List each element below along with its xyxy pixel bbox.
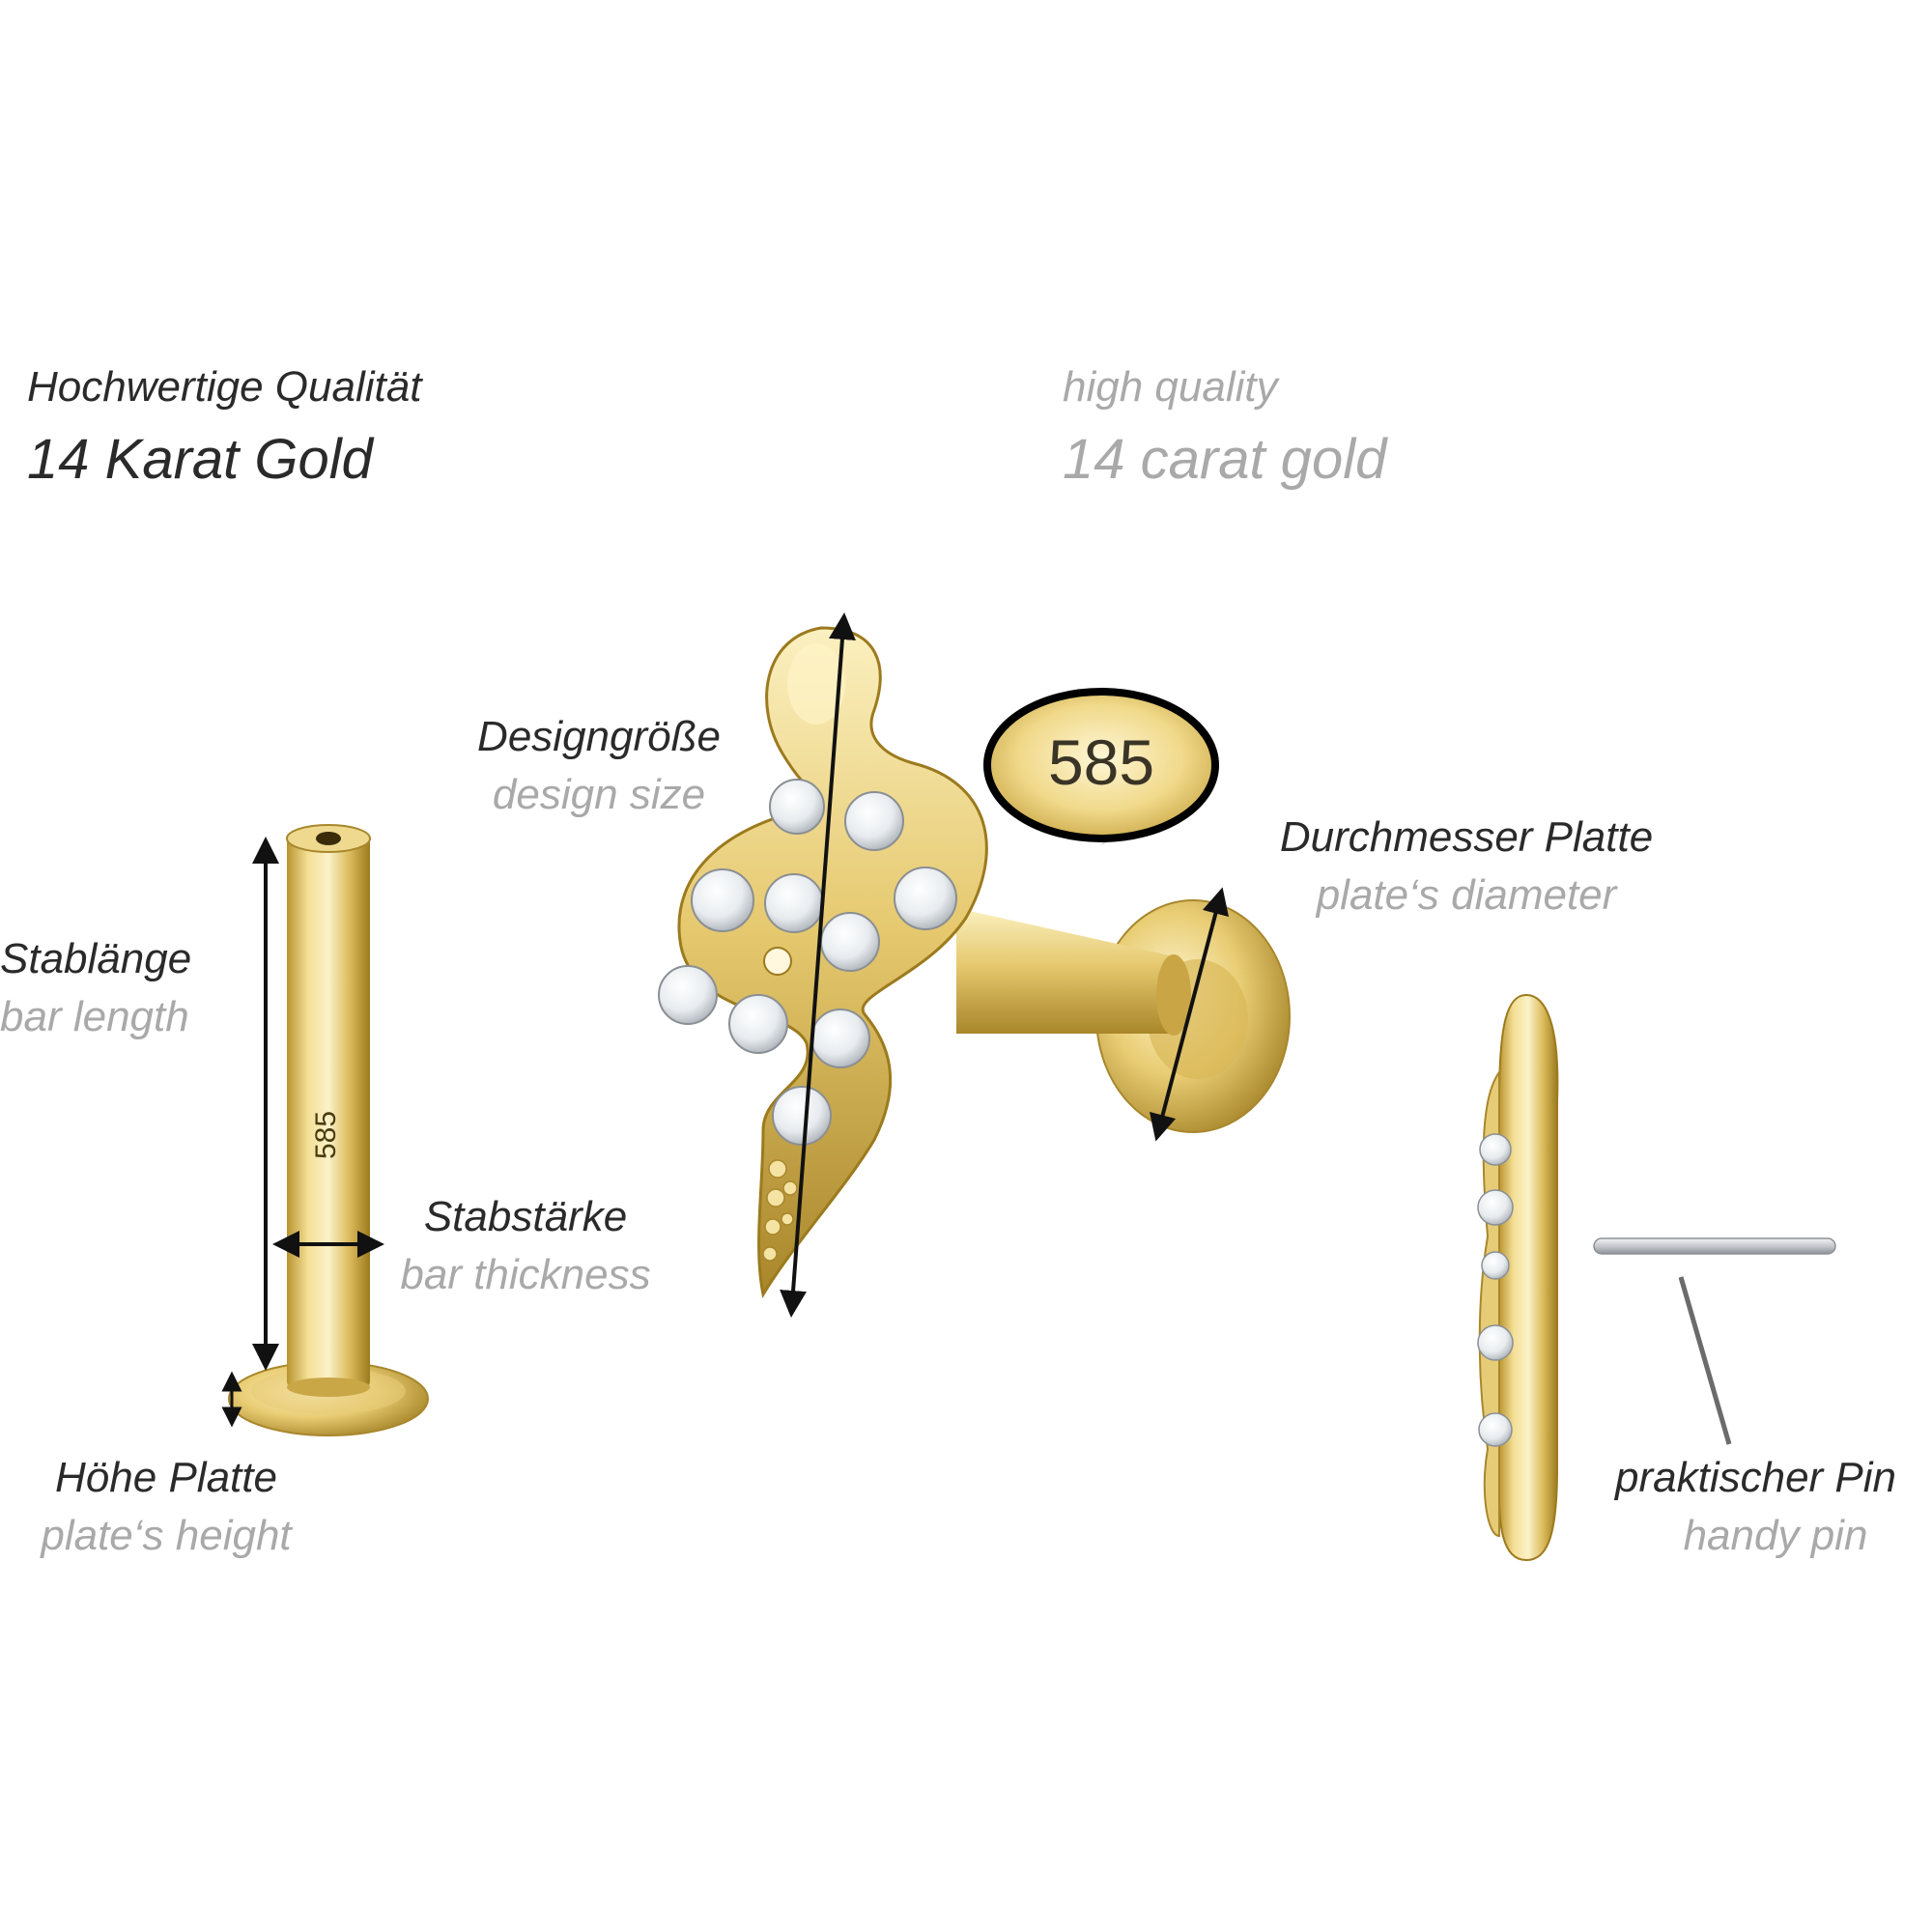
handy-pin-label-de: praktischer Pin [1615,1454,1897,1501]
pin-pointer-line [1678,1276,1732,1445]
plate-height-label-de: Höhe Platte [55,1454,277,1501]
plate-diameter-arrow [1150,887,1229,1142]
bar-stamp: 585 [310,1111,342,1159]
gold-label-en: 14 carat gold [1063,428,1387,491]
side-view-stud [1477,993,1836,1562]
handy-pin-label-en: handy pin [1683,1512,1868,1559]
gold-stamp-bubble [983,688,1219,845]
design-size-arrow [780,612,856,1318]
bar-thickness-label-de: Stabstärke [423,1193,628,1240]
bar-thickness-label-en: bar thickness [400,1251,651,1298]
plate-diameter-label-de: Durchmesser Platte [1279,813,1654,861]
gold-stamp: 585 [1048,726,1154,798]
quality-label-en: high quality [1063,363,1278,411]
plate-diameter-label-en: plate‘s diameter [1316,871,1617,919]
design-size-label-en: design size [492,771,706,818]
plate-height-label-en: plate‘s height [41,1512,292,1559]
gold-label-de: 14 Karat Gold [27,428,373,491]
design-size-label-de: Designgröße [477,713,721,760]
quality-label-de: Hochwertige Qualität [27,363,422,411]
bar-length-label-en: bar length [0,993,189,1040]
bar-length-label-de: Stablänge [0,935,192,982]
